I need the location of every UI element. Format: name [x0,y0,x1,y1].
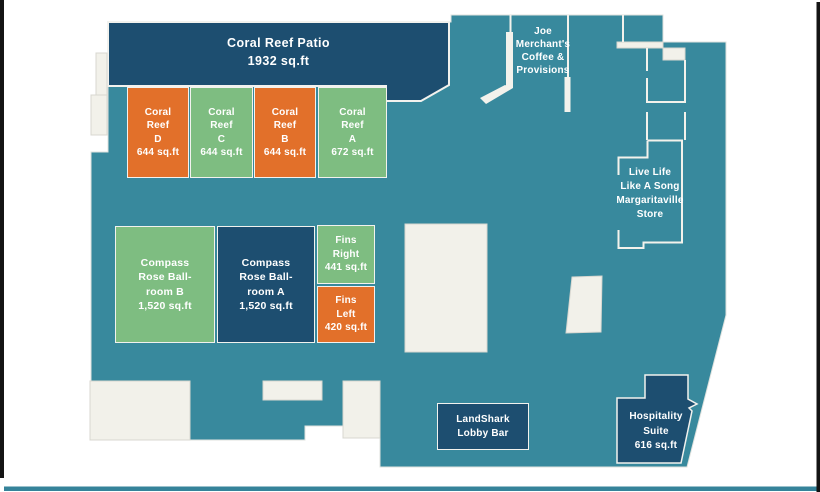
closet-block-top-right [662,47,686,61]
room-coral-reef-a-label: Coral Reef A 672 sq.ft [331,106,374,159]
stair-block-bottom-left [89,380,191,441]
wall-joe-right-thin [567,15,569,77]
room-coral-reef-patio-shape [107,21,450,102]
frame-right [816,2,820,492]
wall-room-h1 [646,101,686,103]
room-hospitality-suite-shape [616,374,699,464]
room-landshark-lobby-bar-label: LandShark Lobby Bar [456,414,510,439]
room-coral-reef-d: Coral Reef D 644 sq.ft [127,87,189,178]
service-island-block [262,380,323,401]
store-outline [617,139,683,249]
room-coral-reef-b: Coral Reef B 644 sq.ft [254,87,316,178]
room-fins-left-label: Fins Left 420 sq.ft [324,295,368,334]
wall-room-v2a [684,60,686,102]
escalator-block [565,275,603,334]
room-fins-right: Fins Right 441 sq.ft [317,225,375,284]
room-coral-reef-c-label: Coral Reef C 644 sq.ft [200,106,243,159]
room-fins-left: Fins Left 420 sq.ft [317,286,375,343]
room-compass-rose-ballroom-b-label: Compass Rose Ball- room B 1,520 sq.ft [138,256,192,313]
wall-joe-right-bar [564,77,571,112]
frame-left [0,0,4,478]
room-compass-rose-ballroom-b: Compass Rose Ball- room B 1,520 sq.ft [115,226,215,343]
wall-room-v1a [646,48,648,71]
wall-topright-v1 [622,15,624,42]
door-block-lower [90,94,108,136]
wall-joe-door-swing [480,85,513,104]
bottom-strip [4,486,817,491]
wall-room-v1b [646,78,648,102]
room-coral-reef-a: Coral Reef A 672 sq.ft [318,87,387,178]
room-compass-rose-ballroom-a: Compass Rose Ball- room A 1,520 sq.ft [217,226,315,343]
room-coral-reef-b-label: Coral Reef B 644 sq.ft [263,106,307,159]
center-court-block [404,223,488,353]
wall-joe-left-bar [506,32,513,88]
wall-room-v2b [684,112,686,140]
room-compass-rose-ballroom-a-label: Compass Rose Ball- room A 1,520 sq.ft [239,256,293,313]
room-fins-right-label: Fins Right 441 sq.ft [324,235,368,274]
room-landshark-lobby-bar: LandShark Lobby Bar [437,403,529,450]
wall-room-v1c [646,112,648,140]
wall-joe-left-thin [509,15,512,33]
interior-walls [480,15,686,140]
door-block-upper [95,52,108,96]
room-coral-reef-c: Coral Reef C 644 sq.ft [190,87,253,178]
wall-bar-top-right [616,41,664,49]
stair-block-bottom-mid [342,380,381,439]
room-coral-reef-d-label: Coral Reef D 644 sq.ft [136,106,180,159]
